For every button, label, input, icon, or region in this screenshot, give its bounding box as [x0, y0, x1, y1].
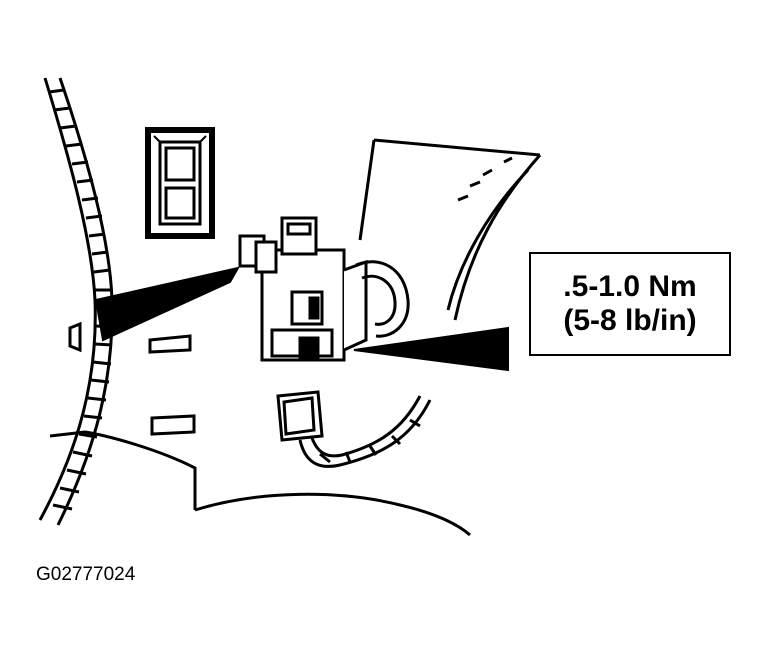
- lower-panel-outline: [49, 430, 471, 537]
- torque-metric-label: .5-1.0 Nm: [563, 270, 697, 303]
- switch-assembly: [238, 216, 368, 362]
- harness-cable: [298, 395, 432, 468]
- wiring-loop: [355, 260, 410, 338]
- panel-slots: [148, 334, 196, 436]
- switch-bezel: [145, 127, 215, 239]
- torque-imperial-label: (5-8 lb/in): [563, 304, 697, 337]
- right-arrow: [353, 326, 509, 372]
- torque-callout: .5-1.0 Nm (5-8 lb/in): [529, 252, 731, 356]
- figure-id: G02777024: [36, 564, 136, 585]
- harness-connector: [276, 390, 324, 442]
- left-arrow: [94, 266, 240, 342]
- left-tab: [68, 321, 82, 353]
- panel-outline: [358, 138, 542, 321]
